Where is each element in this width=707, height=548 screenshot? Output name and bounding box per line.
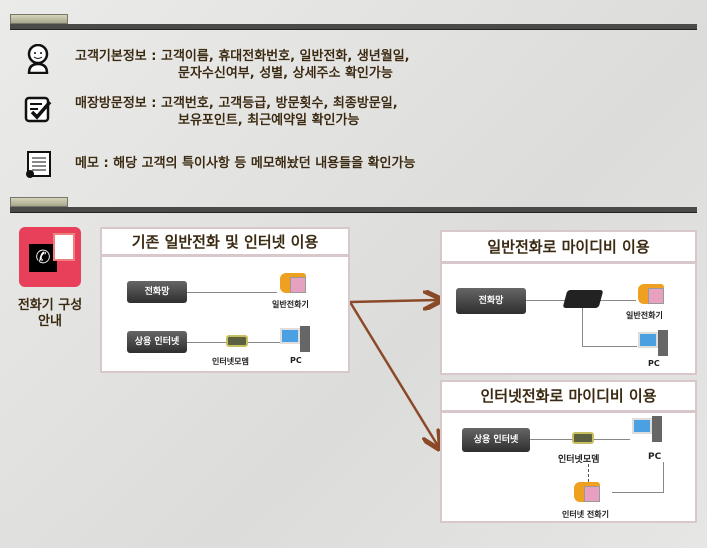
pc-icon	[632, 416, 662, 444]
info-line: 메모 : 해당 고객의 특이사항 등 메모해놨던 내용들을 확인가능	[75, 156, 416, 171]
info-visit: 매장방문정보 : 고객번호, 고객등급, 방문횟수, 최종방문일, 보유포인트, …	[75, 95, 398, 129]
box-existing: 기존 일반전화 및 인터넷 이용 전화망 일반전화기 상용 인터넷 인터넷모뎀 …	[100, 227, 350, 373]
box-title: 기존 일반전화 및 인터넷 이용	[102, 229, 348, 257]
node-phone-network: 전화망	[127, 281, 187, 303]
phone-icon	[638, 284, 664, 304]
label-phone: 일반전화기	[272, 300, 309, 309]
box-internet-phone: 인터넷전화로 마이디비 이용 상용 인터넷 인터넷모뎀 PC 인터넷 전화기	[440, 380, 697, 523]
node-internet: 상용 인터넷	[462, 428, 530, 452]
info-line: 고객기본정보 : 고객이름, 휴대전화번호, 일반전화, 생년월일,	[75, 49, 410, 64]
node-internet: 상용 인터넷	[127, 331, 187, 353]
label-phone: 일반전화기	[626, 311, 663, 320]
phone-document-icon: ✆	[19, 227, 81, 287]
label-pc: PC	[648, 452, 662, 462]
modem-icon	[226, 335, 248, 347]
phone-icon	[574, 482, 600, 502]
phone-icon	[280, 273, 306, 293]
smiley-person-icon	[27, 44, 49, 74]
label-modem: 인터넷모뎀	[558, 455, 600, 465]
label-internet-phone: 인터넷 전화기	[562, 510, 609, 519]
guide-title: 전화기 구성 안내	[17, 298, 83, 329]
device-box-icon	[562, 290, 604, 308]
memo-icon	[26, 151, 51, 178]
modem-icon	[572, 432, 594, 444]
info-line: 보유포인트, 최근예약일 확인가능	[178, 113, 360, 128]
label-modem: 인터넷모뎀	[212, 357, 249, 366]
box-general-phone: 일반전화로 마이디비 이용 전화망 일반전화기 PC	[440, 230, 697, 375]
box-title: 인터넷전화로 마이디비 이용	[442, 382, 695, 413]
pc-icon	[280, 326, 310, 354]
section-tab	[10, 14, 68, 24]
checklist-icon	[24, 96, 52, 123]
section-divider	[10, 207, 697, 213]
info-memo: 메모 : 해당 고객의 특이사항 등 메모해놨던 내용들을 확인가능	[75, 155, 415, 172]
info-basic: 고객기본정보 : 고객이름, 휴대전화번호, 일반전화, 생년월일, 문자수신여부…	[75, 48, 410, 82]
info-line: 문자수신여부, 성별, 상세주소 확인가능	[178, 66, 393, 81]
label-pc: PC	[648, 359, 660, 368]
node-phone-network: 전화망	[456, 288, 526, 314]
info-line: 매장방문정보 : 고객번호, 고객등급, 방문횟수, 최종방문일,	[75, 96, 398, 111]
section-tab	[10, 197, 68, 207]
dashed-connector	[588, 464, 589, 482]
pc-icon	[638, 330, 668, 358]
section-divider	[10, 24, 697, 30]
box-title: 일반전화로 마이디비 이용	[442, 232, 695, 264]
label-pc: PC	[290, 356, 302, 365]
